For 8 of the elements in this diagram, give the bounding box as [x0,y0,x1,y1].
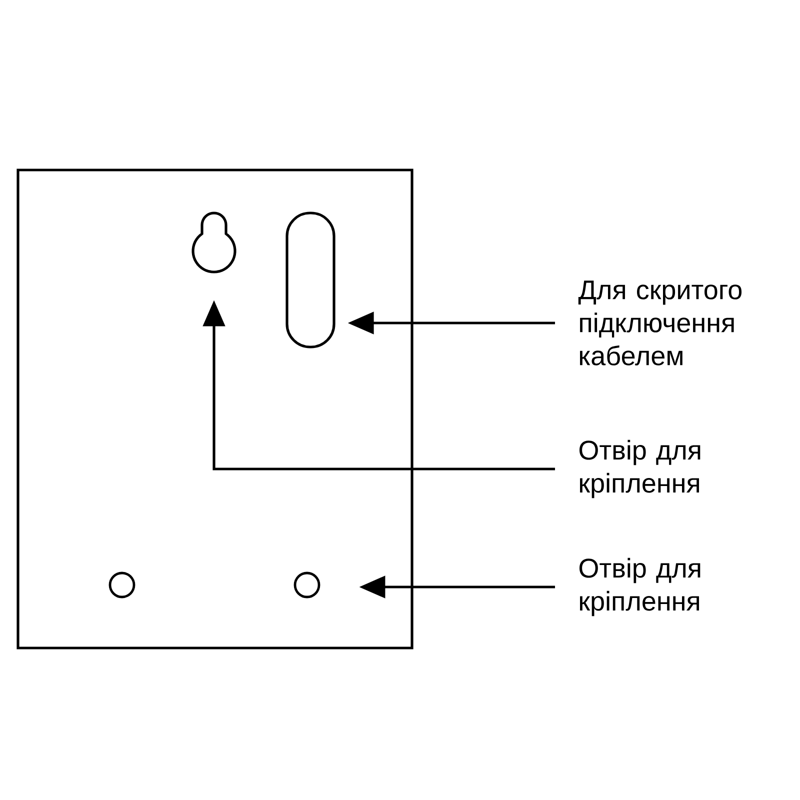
slot-outline [286,212,336,348]
panel-outline [16,168,414,650]
mounting-hole [108,572,136,598]
mounting-hole [294,572,320,598]
callout-text: Отвір для кріплення [580,558,700,616]
keyhole-drawing [192,212,236,274]
callout-text: Для скритого підключення кабелем [578,280,742,366]
callout-text: Отвір для кріплення [580,440,700,498]
